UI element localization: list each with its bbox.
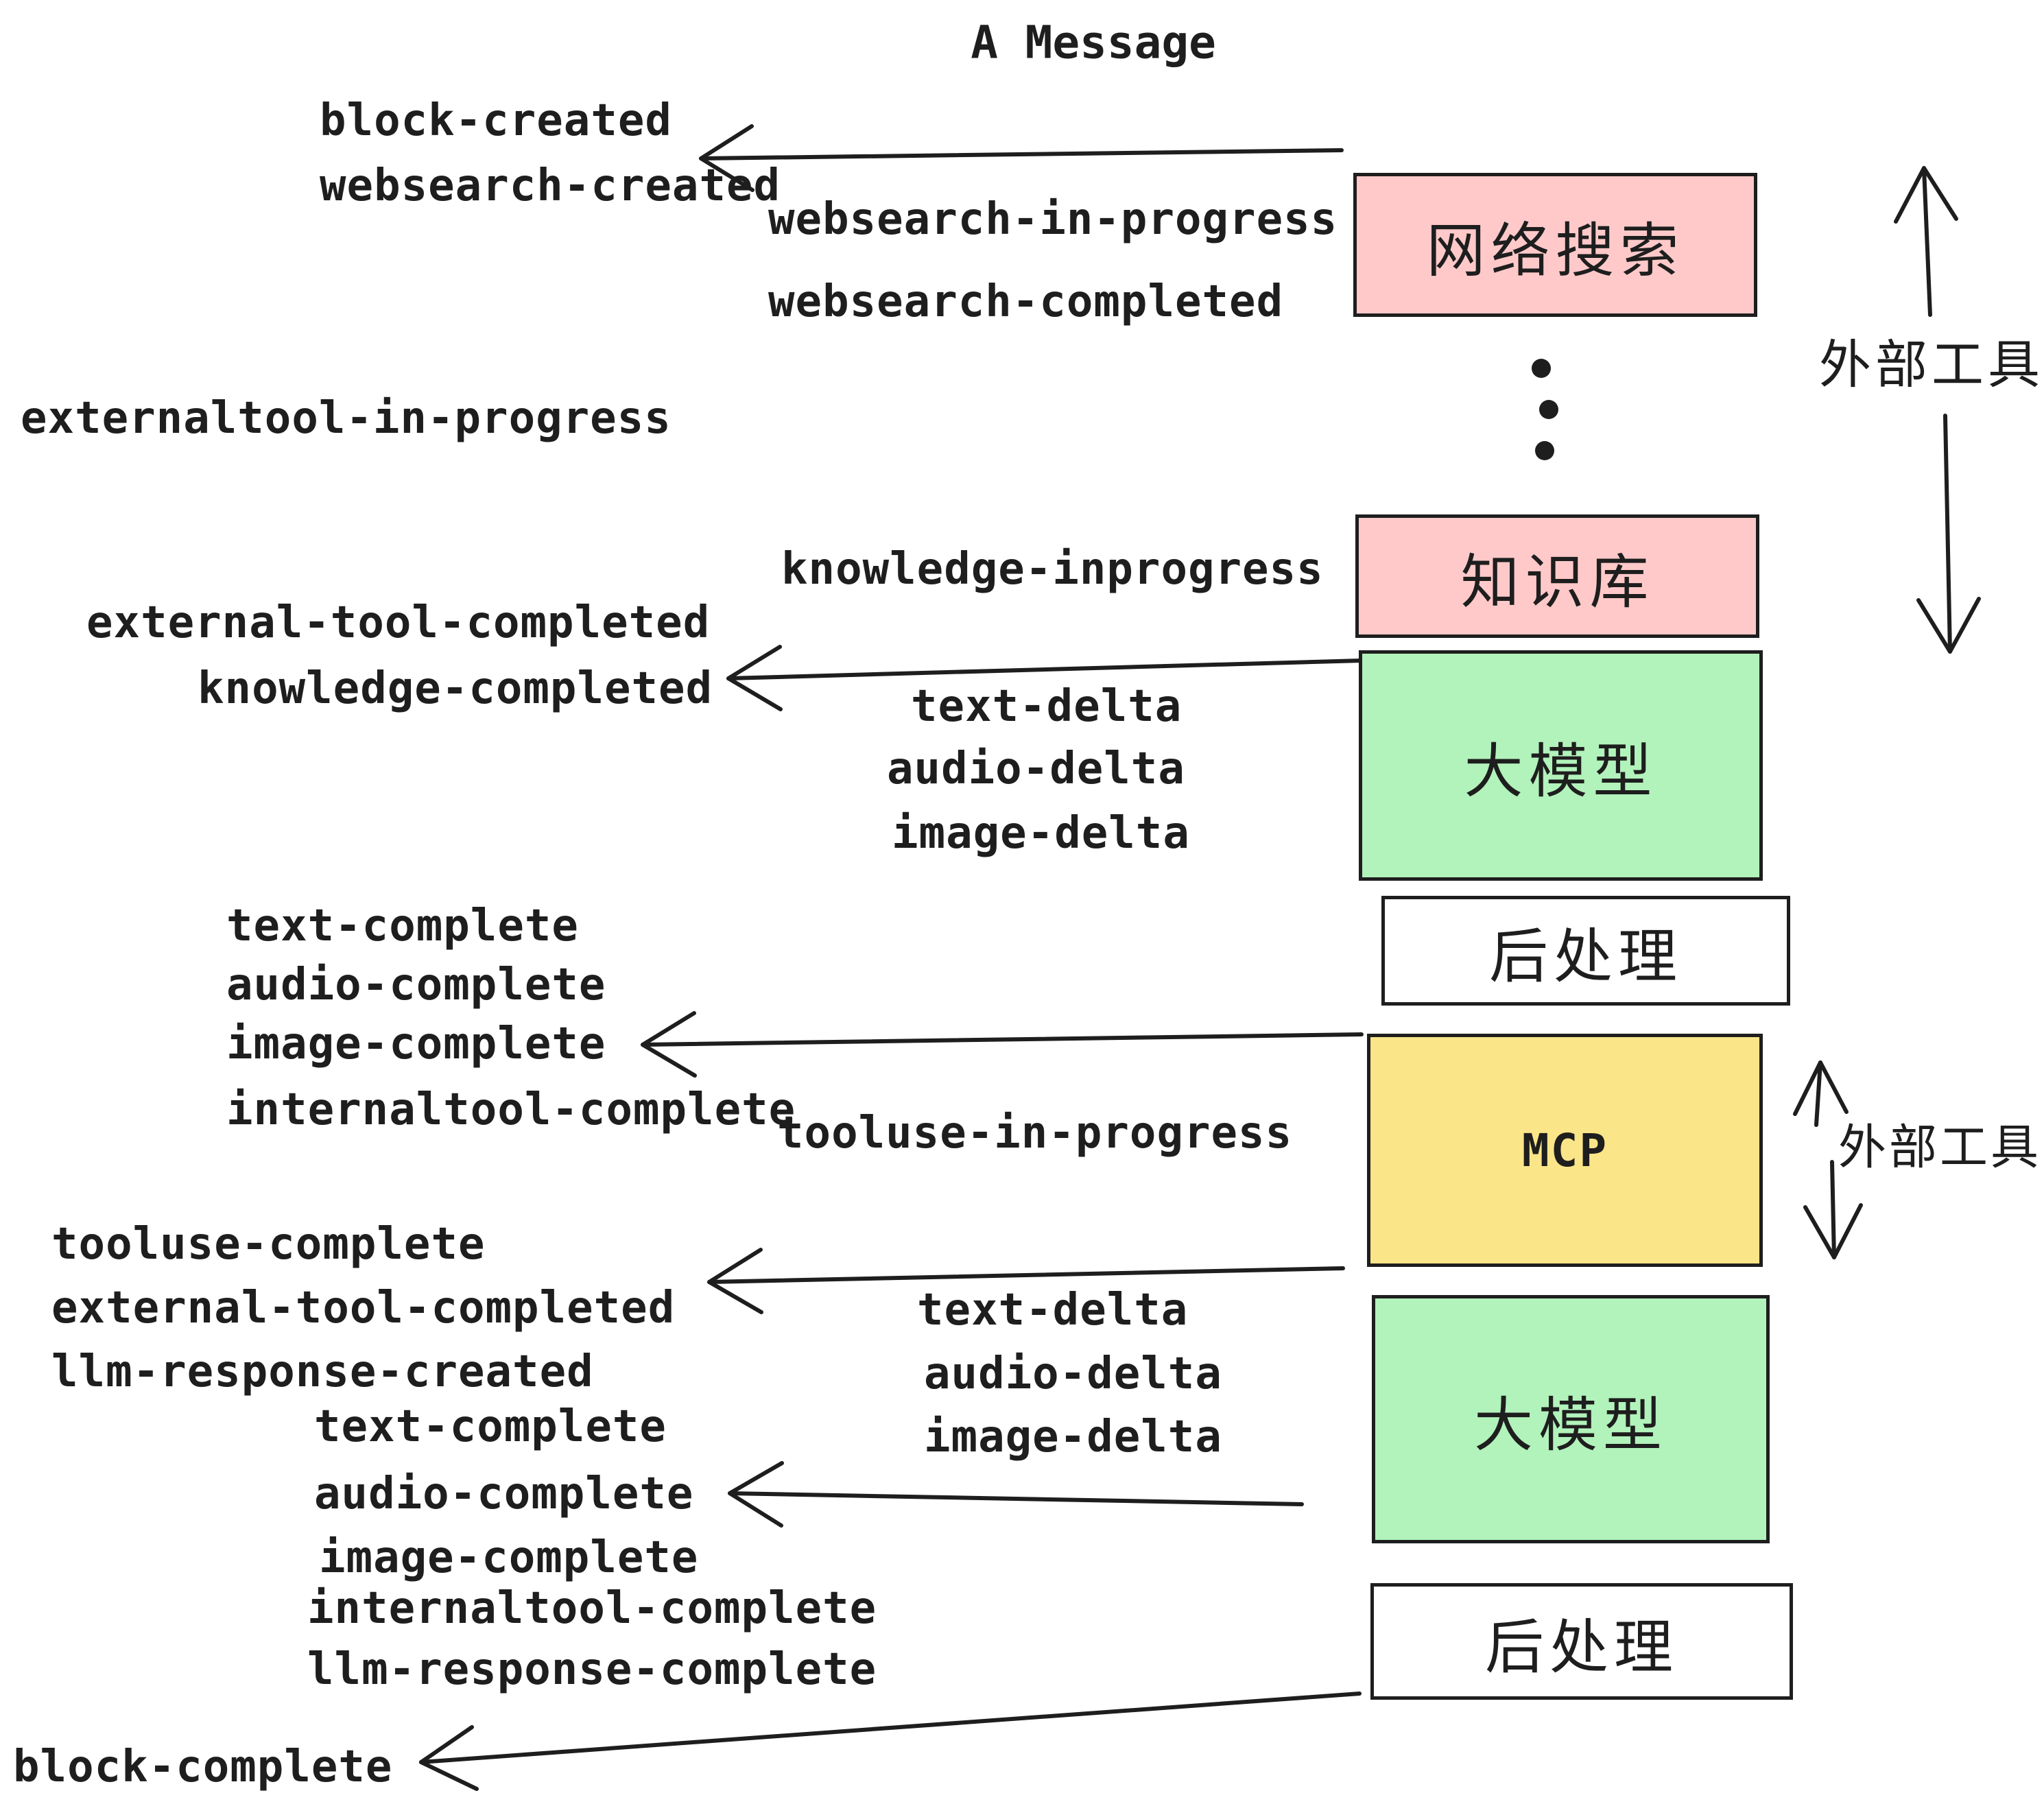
external-tools-down-arrow xyxy=(1943,414,1952,654)
arrow-to-knowledge-completed xyxy=(726,658,1364,680)
event-label-text-complete: text-complete xyxy=(226,901,579,951)
event-label-text-delta: text-delta xyxy=(911,681,1183,732)
event-label-text-complete-2: text-complete xyxy=(314,1401,667,1452)
event-label-audio-delta-2: audio-delta xyxy=(924,1349,1222,1399)
event-label-audio-delta: audio-delta xyxy=(887,744,1185,794)
external-tools-down-arrowhead xyxy=(1916,597,1981,654)
event-label-block-created: block-created xyxy=(320,95,672,146)
event-label-image-complete-2: image-complete xyxy=(319,1532,699,1583)
box-mcp: MCP xyxy=(1367,1034,1763,1267)
event-label-websearch-in-progress: websearch-in-progress xyxy=(768,194,1338,245)
event-label-external-tool-completed-2: external-tool-completed xyxy=(51,1283,676,1333)
box-llm-1: 大模型 xyxy=(1359,650,1763,881)
event-label-llm-response-created: llm-response-created xyxy=(51,1346,594,1397)
event-label-websearch-completed: websearch-completed xyxy=(768,276,1284,327)
event-label-internaltool-complete: internaltool-complete xyxy=(226,1084,796,1135)
arrowhead-to-image-complete xyxy=(641,1011,697,1078)
event-label-internaltool-complete-2: internaltool-complete xyxy=(307,1583,877,1634)
annotation-external-tools-2: 外部工具 xyxy=(1838,1119,2041,1176)
external-tools-up-arrow xyxy=(1922,166,1932,317)
arrowhead-to-block-created xyxy=(699,124,754,192)
box-post-process-1: 后处理 xyxy=(1381,896,1790,1006)
event-label-text-delta-2: text-delta xyxy=(917,1285,1189,1336)
event-label-tooluse-complete: tooluse-complete xyxy=(51,1219,486,1270)
external-tools-up-arrowhead xyxy=(1894,166,1958,224)
box-post-process-1-label: 后处理 xyxy=(1489,922,1683,991)
box-mcp-label: MCP xyxy=(1521,1124,1608,1177)
diagram-title: A Message xyxy=(971,16,1216,69)
box-llm-1-label: 大模型 xyxy=(1464,737,1658,806)
event-label-image-delta-2: image-delta xyxy=(924,1412,1222,1462)
box-post-process-2: 后处理 xyxy=(1370,1583,1793,1700)
arrow-to-block-created xyxy=(699,148,1344,161)
event-label-websearch-created: websearch-created xyxy=(320,161,781,211)
box-web-search: 网络搜索 xyxy=(1353,173,1757,317)
box-llm-2: 大模型 xyxy=(1372,1295,1770,1543)
arrow-to-block-complete xyxy=(419,1692,1362,1764)
arrow-to-audio-complete xyxy=(728,1491,1304,1506)
external-tools2-up-arrowhead xyxy=(1793,1060,1849,1116)
arrowhead-to-knowledge-completed xyxy=(726,645,783,711)
event-label-llm-response-complete: llm-response-complete xyxy=(307,1644,877,1695)
event-label-audio-complete-2: audio-complete xyxy=(314,1469,694,1519)
arrowhead-to-tooluse-complete xyxy=(707,1248,763,1314)
event-label-externaltool-in-progress: externaltool-in-progress xyxy=(21,393,672,444)
annotation-external-tools-1: 外部工具 xyxy=(1819,334,2044,395)
event-label-external-tool-completed: external-tool-completed xyxy=(86,597,711,648)
vertical-ellipsis-icon xyxy=(1532,359,1558,460)
event-label-image-complete: image-complete xyxy=(226,1019,606,1069)
external-tools2-down-arrow xyxy=(1830,1160,1836,1259)
arrowhead-to-audio-complete xyxy=(728,1461,784,1528)
event-label-image-delta: image-delta xyxy=(892,808,1190,859)
event-label-knowledge-inprogress: knowledge-inprogress xyxy=(781,544,1324,595)
box-knowledge-base: 知识库 xyxy=(1355,514,1759,638)
event-label-knowledge-completed: knowledge-completed xyxy=(198,663,713,714)
box-web-search-label: 网络搜索 xyxy=(1426,216,1685,285)
event-label-block-complete: block-complete xyxy=(13,1742,393,1792)
event-label-tooluse-in-progress: tooluse-in-progress xyxy=(777,1108,1293,1159)
event-label-audio-complete: audio-complete xyxy=(226,960,606,1010)
arrow-to-tooluse-complete xyxy=(707,1266,1345,1284)
external-tools2-down-arrowhead xyxy=(1803,1203,1863,1259)
arrowhead-to-block-complete xyxy=(419,1725,479,1791)
box-knowledge-base-label: 知识库 xyxy=(1460,547,1654,617)
box-post-process-2-label: 后处理 xyxy=(1485,1613,1678,1682)
box-llm-2-label: 大模型 xyxy=(1474,1390,1667,1460)
arrow-to-image-complete xyxy=(641,1032,1364,1047)
external-tools2-up-arrow xyxy=(1814,1060,1822,1127)
